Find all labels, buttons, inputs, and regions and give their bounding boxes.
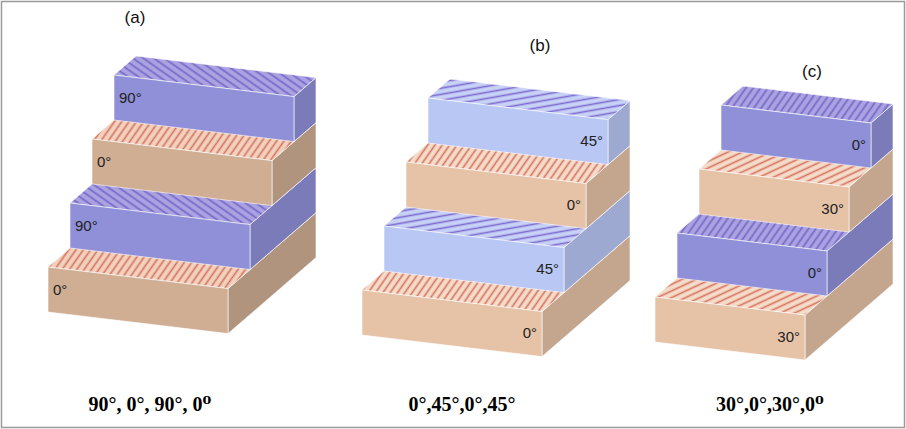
layer-front xyxy=(384,226,564,293)
panel-letter: (c) xyxy=(802,63,822,82)
layer-front xyxy=(48,267,228,334)
staircase xyxy=(655,86,893,360)
staircase xyxy=(48,56,316,334)
staircase xyxy=(362,79,630,357)
panel-letter: (b) xyxy=(530,37,551,56)
layer-front xyxy=(428,98,608,165)
layer-front xyxy=(655,297,805,360)
layer-front xyxy=(406,162,586,229)
ply-angle-label: 90° xyxy=(75,218,98,235)
layer-front xyxy=(677,233,827,296)
layer-front xyxy=(70,203,250,270)
ply-angle-label: 45° xyxy=(536,261,559,278)
layer-front xyxy=(114,75,294,142)
layer-front xyxy=(362,290,542,357)
ply-angle-label: 0° xyxy=(567,197,581,214)
stacking-sequence-caption: 30°,0°,30°,0⁰ xyxy=(716,393,824,415)
ply-angle-label: 0° xyxy=(97,154,111,171)
ply-angle-label: 0° xyxy=(523,325,537,342)
stacking-sequence-caption: 0°,45°,0°,45° xyxy=(409,393,516,415)
panel-letter: (a) xyxy=(125,9,146,28)
layer-front xyxy=(699,169,849,232)
ply-angle-label: 45° xyxy=(580,133,603,150)
stacking-sequence-caption: 90°, 0°, 90°, 0⁰ xyxy=(89,393,212,415)
ply-angle-label: 0° xyxy=(808,265,822,282)
ply-angle-label: 90° xyxy=(119,90,142,107)
layer-front xyxy=(92,139,272,206)
ply-angle-label: 0° xyxy=(53,282,67,299)
ply-angle-label: 30° xyxy=(821,201,844,218)
ply-angle-label: 0° xyxy=(852,137,866,154)
layer-front xyxy=(721,105,871,168)
ply-angle-label: 30° xyxy=(777,329,800,346)
